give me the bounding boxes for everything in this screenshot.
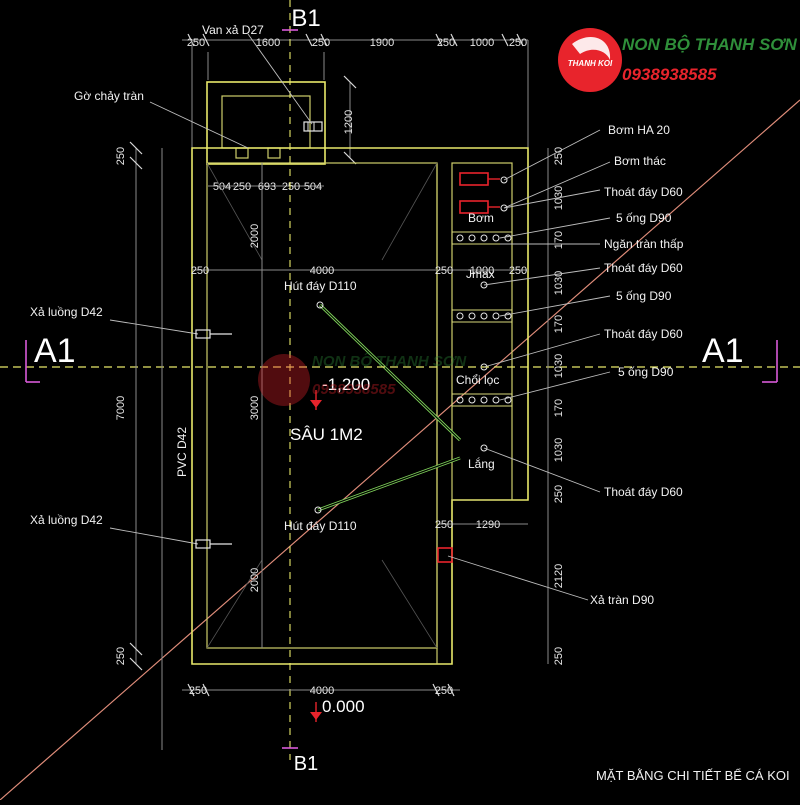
top-dimension-chain: 250 1600 250 1900 250 1000 250	[182, 33, 528, 49]
dim-right-10: 2120	[553, 564, 565, 588]
dim-left-2: 7000	[115, 396, 127, 420]
dim-upper-4: 1000	[470, 265, 494, 277]
pond-walls	[191, 147, 529, 665]
dim-upper-1: 250	[191, 265, 209, 277]
brand-watermark: NON BỘ THANH SƠN 0938938585	[258, 352, 467, 406]
label-nam-ong-1: 5 ống D90	[616, 211, 672, 225]
overflow-pipe	[437, 547, 453, 563]
bottom-dimension-chain: 250 4000 250	[182, 683, 460, 697]
dim-top-2: 1600	[256, 37, 280, 49]
label-hut-day-2: Hút đáy D110	[284, 519, 357, 533]
label-bom-ha: Bơm HA 20	[608, 123, 670, 137]
label-jmax: Jmax	[466, 267, 495, 281]
dim-right-3: 170	[553, 231, 565, 249]
label-nam-ong-3: 5 ống D90	[618, 365, 674, 379]
diagonal-construction-line	[0, 99, 800, 801]
dim-filter-1: 250	[435, 519, 453, 531]
dim-weir-height: 1200	[343, 110, 355, 134]
label-nam-ong-2: 5 ống D90	[616, 289, 672, 303]
dim-top-6: 1000	[470, 37, 494, 49]
dim-weir-3: 693	[258, 181, 276, 193]
right-dimension-chain: 250 1030 170 1030 170 1030 170 1030 250 …	[547, 147, 565, 665]
brand-badge-text: THANH KOI	[568, 59, 613, 68]
dim-top-3: 250	[312, 37, 330, 49]
dim-weir-5: 504	[304, 181, 322, 193]
label-van-xa: Van xả D27	[202, 23, 264, 37]
label-ngan-tran-thap: Ngăn tràn thấp	[604, 237, 684, 251]
label-pvc: PVC D42	[175, 427, 189, 477]
dim-inner-2: 3000	[249, 396, 261, 420]
dim-upper-2: 4000	[310, 265, 334, 277]
label-thoat-day-3: Thoát đáy D60	[604, 327, 683, 341]
inner-dimension-chain: 2000 3000 2000	[249, 163, 263, 648]
label-thoat-day-4: Thoát đáy D60	[604, 485, 683, 499]
brand-phone: 0938938585	[622, 65, 717, 84]
label-bom-thac: Bơm thác	[614, 154, 666, 168]
label-hut-day-1: Hút đáy D110	[284, 279, 357, 293]
axis-b1-top: B1	[291, 5, 320, 32]
dim-weir-2: 250	[233, 181, 251, 193]
brand-logo: THANH KOI NON BỘ THANH SƠN 0938938585	[558, 28, 798, 92]
dim-top-7: 250	[509, 37, 527, 49]
dim-right-7: 170	[553, 399, 565, 417]
label-bom: Bơm	[468, 211, 494, 225]
label-go-chay-tran: Gờ chảy tràn	[74, 89, 144, 103]
label-xa-tran: Xả tràn D90	[590, 593, 654, 607]
axis-a1-left: A1	[34, 332, 76, 370]
label-thoat-day-2: Thoát đáy D60	[604, 261, 683, 275]
level-markers	[310, 390, 322, 722]
label-level-pond: -1,200	[322, 375, 370, 394]
dim-filter-2: 1290	[476, 519, 500, 531]
suction-pipes	[314, 301, 462, 514]
watermark-phone: 0938938585	[312, 381, 396, 398]
dim-right-5: 170	[553, 315, 565, 333]
filter-dimension-chain: 250 1290	[435, 519, 528, 531]
dim-left-1: 250	[115, 147, 127, 165]
dim-bottom-3: 250	[435, 685, 453, 697]
dim-right-4: 1030	[553, 271, 565, 295]
dim-upper-3: 250	[435, 265, 453, 277]
dim-top-4: 1900	[370, 37, 394, 49]
dim-right-6: 1030	[553, 354, 565, 378]
brand-name: NON BỘ THANH SƠN	[622, 35, 798, 54]
label-level-ground: 0.000	[322, 697, 365, 716]
dim-right-8: 1030	[553, 438, 565, 462]
label-xa-luong-2: Xả luồng D42	[30, 513, 103, 527]
upper-dimension-chain: 250 4000 250 1000 250	[191, 265, 528, 277]
axis-a1-right: A1	[702, 332, 744, 370]
watermark-name: NON BỘ THANH SƠN	[312, 352, 467, 370]
dim-right-9: 250	[553, 485, 565, 503]
axis-b1-bottom: B1	[294, 753, 318, 775]
label-xa-luong-1: Xả luồng D42	[30, 305, 103, 319]
koi-fish-icon	[572, 37, 611, 60]
dim-top-5: 250	[437, 37, 455, 49]
dim-weir-4: 250	[282, 181, 300, 193]
dim-inner-1: 2000	[249, 224, 261, 248]
side-drains	[195, 329, 232, 549]
label-choi-loc: Chổi lọc	[456, 373, 499, 387]
left-dimension-chain: 250 7000 250	[115, 141, 163, 750]
leader-lines	[109, 33, 611, 601]
dim-right-1: 250	[553, 147, 565, 165]
dim-bottom-2: 4000	[310, 685, 334, 697]
overflow-weir-box	[206, 81, 326, 165]
label-depth: SÂU 1M2	[290, 425, 363, 444]
dim-right-11: 250	[553, 647, 565, 665]
weir-dimension-chain: 504 250 693 250 504	[208, 181, 324, 193]
filter-chambers	[451, 172, 513, 452]
dim-inner-3: 2000	[249, 568, 261, 592]
dim-bottom-1: 250	[189, 685, 207, 697]
dim-top-1: 250	[187, 37, 205, 49]
label-lang: Lắng	[468, 456, 495, 471]
dim-left-3: 250	[115, 647, 127, 665]
label-thoat-day-1: Thoát đáy D60	[604, 185, 683, 199]
dim-weir-1: 504	[213, 181, 231, 193]
drawing-title: MẶT BẰNG CHI TIẾT BỂ CÁ KOI	[596, 768, 790, 783]
dim-upper-5: 250	[509, 265, 527, 277]
